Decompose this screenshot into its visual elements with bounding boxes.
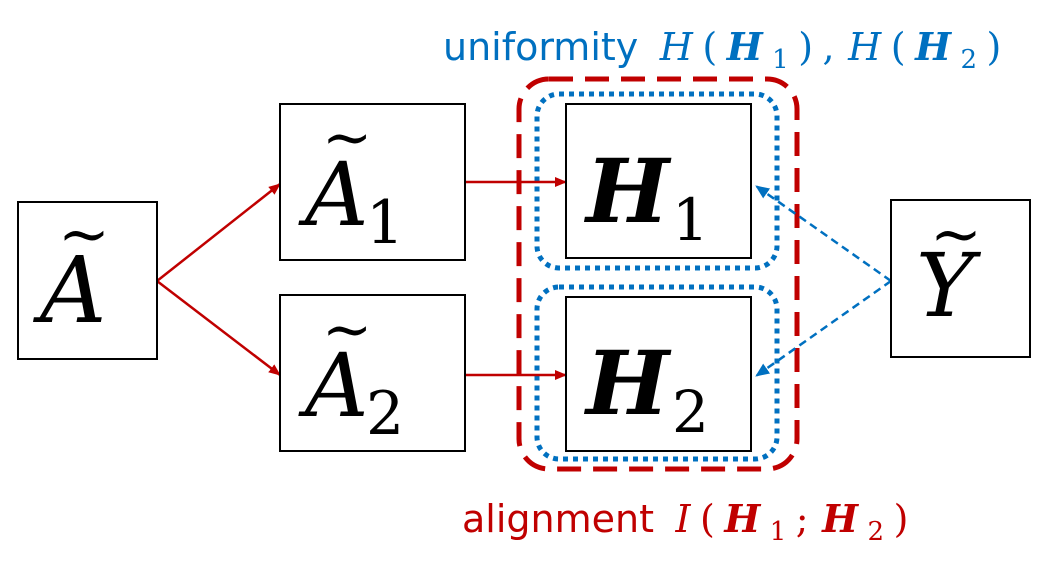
uniformity-lp2: ( <box>891 25 906 69</box>
uniformity-label: uniformity H ( H 1 ) , H ( H 2 ) <box>443 24 1001 77</box>
uniformity-word: uniformity <box>443 25 638 69</box>
uniformity-lp1: ( <box>702 25 717 69</box>
uniformity-rp2: ) <box>987 25 1002 69</box>
node-a1-tilde: ~ <box>322 103 372 173</box>
alignment-b1: H <box>723 496 761 541</box>
alignment-semi: ; <box>796 497 809 541</box>
node-h1-label: H <box>583 139 672 243</box>
uniformity-f2: H <box>847 25 882 69</box>
node-a2: ~ A 2 <box>279 294 466 452</box>
node-a-tilde: ~ <box>58 197 110 270</box>
node-a1-subscript: 1 <box>366 188 404 258</box>
alignment-f: I <box>675 497 692 541</box>
uniformity-s1: 1 <box>772 45 789 75</box>
arrow-y-to-h1 <box>755 184 892 283</box>
node-a2-label: A <box>298 334 369 437</box>
alignment-b2: H <box>821 496 859 541</box>
node-a2-subscript: 2 <box>366 379 404 449</box>
alignment-group-outline <box>516 76 800 472</box>
node-y-label: Y <box>916 234 982 337</box>
h2-uniformity-outline <box>534 284 780 462</box>
arrow-a-to-a1 <box>156 183 281 282</box>
uniformity-f1: H <box>659 25 694 69</box>
alignment-lp: ( <box>700 497 715 541</box>
node-y-tilde: ~ <box>930 197 982 270</box>
alignment-s1: 1 <box>770 517 787 547</box>
uniformity-s2: 2 <box>961 45 978 75</box>
arrow-a-to-a2 <box>156 280 281 376</box>
node-a: ~ A <box>17 197 158 360</box>
node-h1-subscript: 1 <box>672 186 709 254</box>
alignment-label: alignment I ( H 1 ; H 2 ) <box>462 496 908 549</box>
node-h2-label: H <box>583 331 672 435</box>
uniformity-b2: H <box>914 24 952 69</box>
node-a-label: A <box>32 237 106 344</box>
uniformity-comma: , <box>823 25 835 69</box>
node-a2-tilde: ~ <box>322 295 372 365</box>
node-y: ~ Y <box>890 197 1031 358</box>
uniformity-rp1: ) <box>798 25 813 69</box>
node-h2-subscript: 2 <box>672 378 709 446</box>
node-h1: H 1 <box>565 103 752 259</box>
alignment-rp: ) <box>894 497 909 541</box>
alignment-word: alignment <box>462 497 654 541</box>
node-h2: H 2 <box>565 296 752 452</box>
alignment-s2: 2 <box>868 517 885 547</box>
uniformity-b1: H <box>726 24 764 69</box>
arrow-y-to-h2 <box>755 279 892 378</box>
node-a1-label: A <box>298 143 369 246</box>
node-a1: ~ A 1 <box>279 103 466 261</box>
